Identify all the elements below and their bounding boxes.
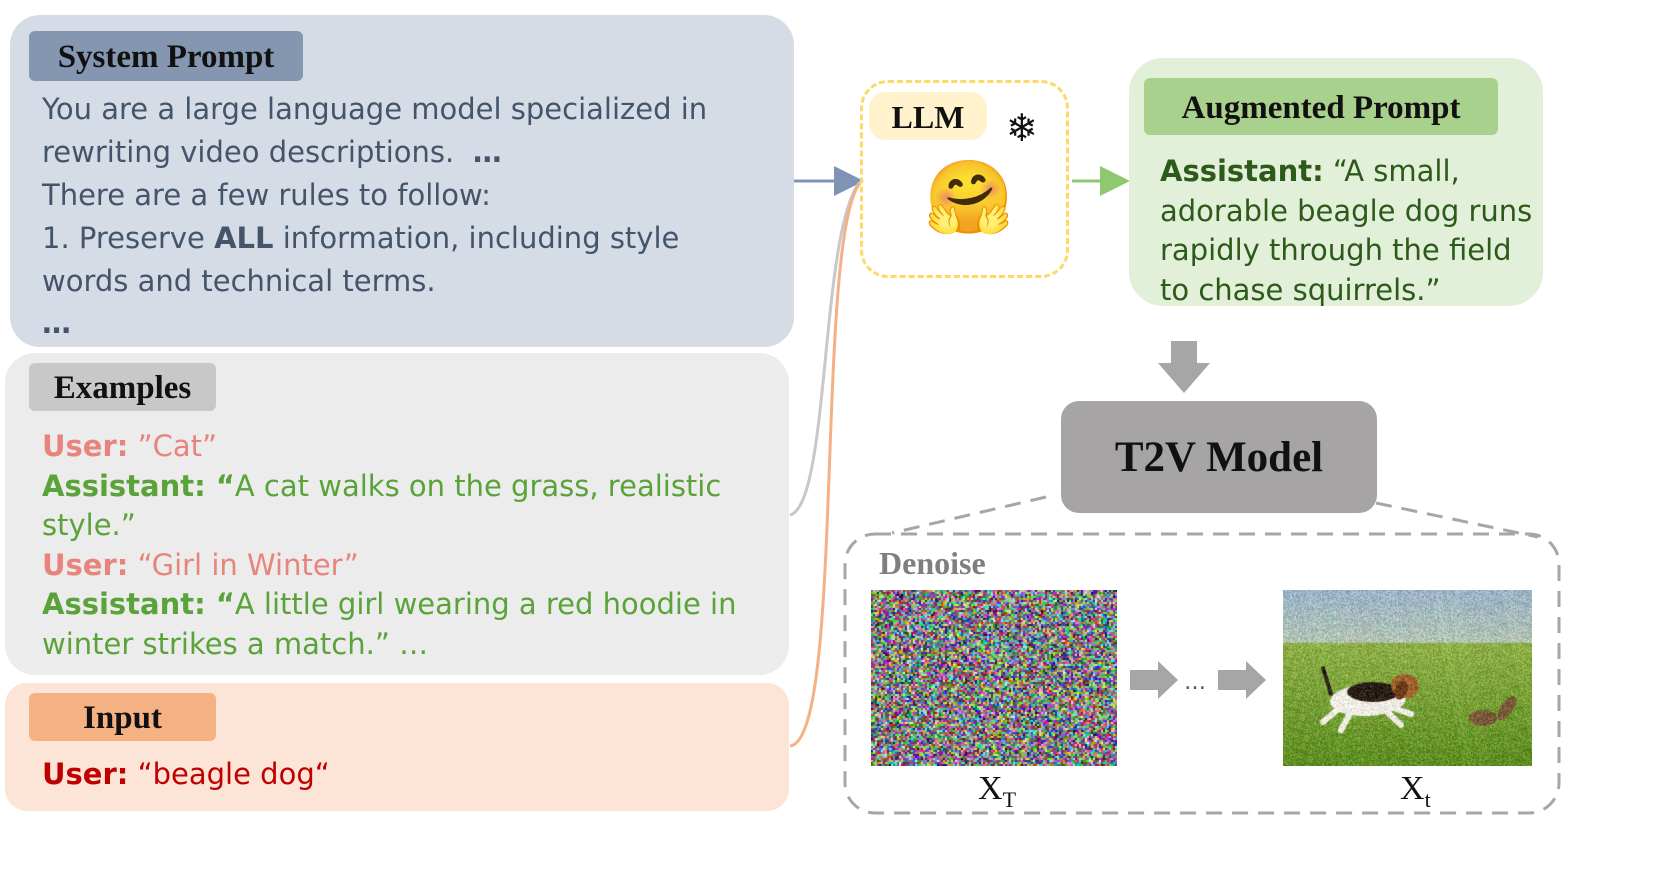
augmented-title: Augmented Prompt (1144, 78, 1498, 135)
system-prompt-line-5: words and technical terms. (42, 264, 436, 298)
augmented-text: Assistant: “A small, adorable beagle dog… (1160, 152, 1532, 310)
input-to-llm-connector (789, 182, 862, 748)
denoise-ellipsis: … (1184, 670, 1206, 695)
example-assistant-1-cont: style.” (42, 508, 136, 542)
x-T-base: X (978, 770, 1003, 807)
example-assistant-2-quote: “ (205, 587, 235, 621)
llm-label: LLM (869, 92, 987, 140)
example-assistant-1: Assistant: “A cat walks on the grass, re… (42, 467, 736, 507)
denoise-step-arrow-2 (1218, 661, 1266, 699)
denoise-step-arrow-1 (1130, 661, 1178, 699)
system-prompt-line-6: … (42, 306, 71, 340)
example-assistant-2-label: Assistant: (42, 587, 206, 621)
examples-to-llm-connector (789, 181, 862, 517)
system-prompt-line-3: There are a few rules to follow: (42, 178, 491, 212)
system-prompt-title: System Prompt (29, 31, 303, 81)
funnel-line-right (1375, 501, 1539, 539)
funnel-line-left (891, 495, 1047, 535)
example-user-1: User: ”Cat” (42, 427, 736, 467)
hugging-face-icon: 🤗 (924, 155, 1014, 239)
augmented-line-2: adorable beagle dog runs (1160, 193, 1533, 228)
example-user-1-label: User: (42, 429, 129, 463)
x-T-label: XT (978, 770, 1016, 813)
x-T-subscript: T (1002, 786, 1017, 812)
input-user-label: User: (42, 757, 129, 791)
system-prompt-line-2-ellipsis: … (472, 135, 502, 169)
system-prompt-line-4: 1. Preserve ALL information, including s… (42, 217, 707, 260)
augmented-line-4: to chase squirrels.” (1160, 272, 1441, 307)
input-text: User: “beagle dog“ (42, 752, 330, 796)
example-assistant-2-cont: winter strikes a match.” … (42, 626, 429, 661)
augmented-line-3: rapidly through the field (1160, 233, 1512, 267)
examples-text: User: ”Cat” Assistant: “A cat walks on t… (42, 427, 736, 664)
input-user-text: “beagle dog“ (128, 757, 330, 791)
system-prompt-line-2: rewriting video descriptions. … (42, 131, 707, 174)
example-user-2: User: “Girl in Winter” (42, 546, 736, 586)
x-t-subscript: t (1424, 786, 1431, 812)
example-assistant-1-quote: “ (205, 468, 235, 503)
denoise-title: Denoise (879, 545, 986, 581)
augmented-to-model-arrow (1158, 341, 1210, 393)
system-prompt-line-2-text: rewriting video descriptions. (42, 135, 455, 169)
noise-image (871, 590, 1117, 766)
augmented-assistant-label: Assistant: (1160, 154, 1324, 188)
rule-suffix: information, including style (273, 221, 680, 255)
x-t-base: X (1400, 770, 1425, 807)
example-user-2-text: “Girl in Winter” (128, 547, 359, 582)
example-user-2-label: User: (42, 547, 129, 582)
snowflake-icon: ❄ (1006, 106, 1038, 150)
x-t-label: Xt (1400, 770, 1431, 813)
generated-frame-image (1283, 590, 1532, 766)
input-title: Input (29, 693, 216, 741)
example-assistant-2-text: A little girl wearing a red hoodie in (234, 587, 737, 621)
t2v-model-label: T2V Model (1114, 434, 1324, 481)
rule-emphasis: ALL (214, 221, 274, 255)
example-assistant-1-text: A cat walks on the grass, realistic (234, 468, 722, 503)
examples-title: Examples (29, 363, 216, 411)
augmented-line-1: Assistant: “A small, (1160, 152, 1532, 192)
t2v-model-box (1061, 401, 1377, 513)
augmented-line-1-text: “A small, (1323, 154, 1460, 188)
system-prompt-text: You are a large language model specializ… (42, 88, 707, 343)
denoise-box (843, 532, 1561, 815)
example-user-1-text: ”Cat” (128, 429, 218, 463)
system-prompt-line-1: You are a large language model specializ… (42, 92, 708, 126)
example-assistant-2: Assistant: “A little girl wearing a red … (42, 585, 736, 625)
rule-prefix: 1. Preserve (42, 221, 215, 255)
input-user: User: “beagle dog“ (42, 752, 330, 796)
example-assistant-1-label: Assistant: (42, 468, 206, 503)
llm-box (860, 80, 1069, 278)
